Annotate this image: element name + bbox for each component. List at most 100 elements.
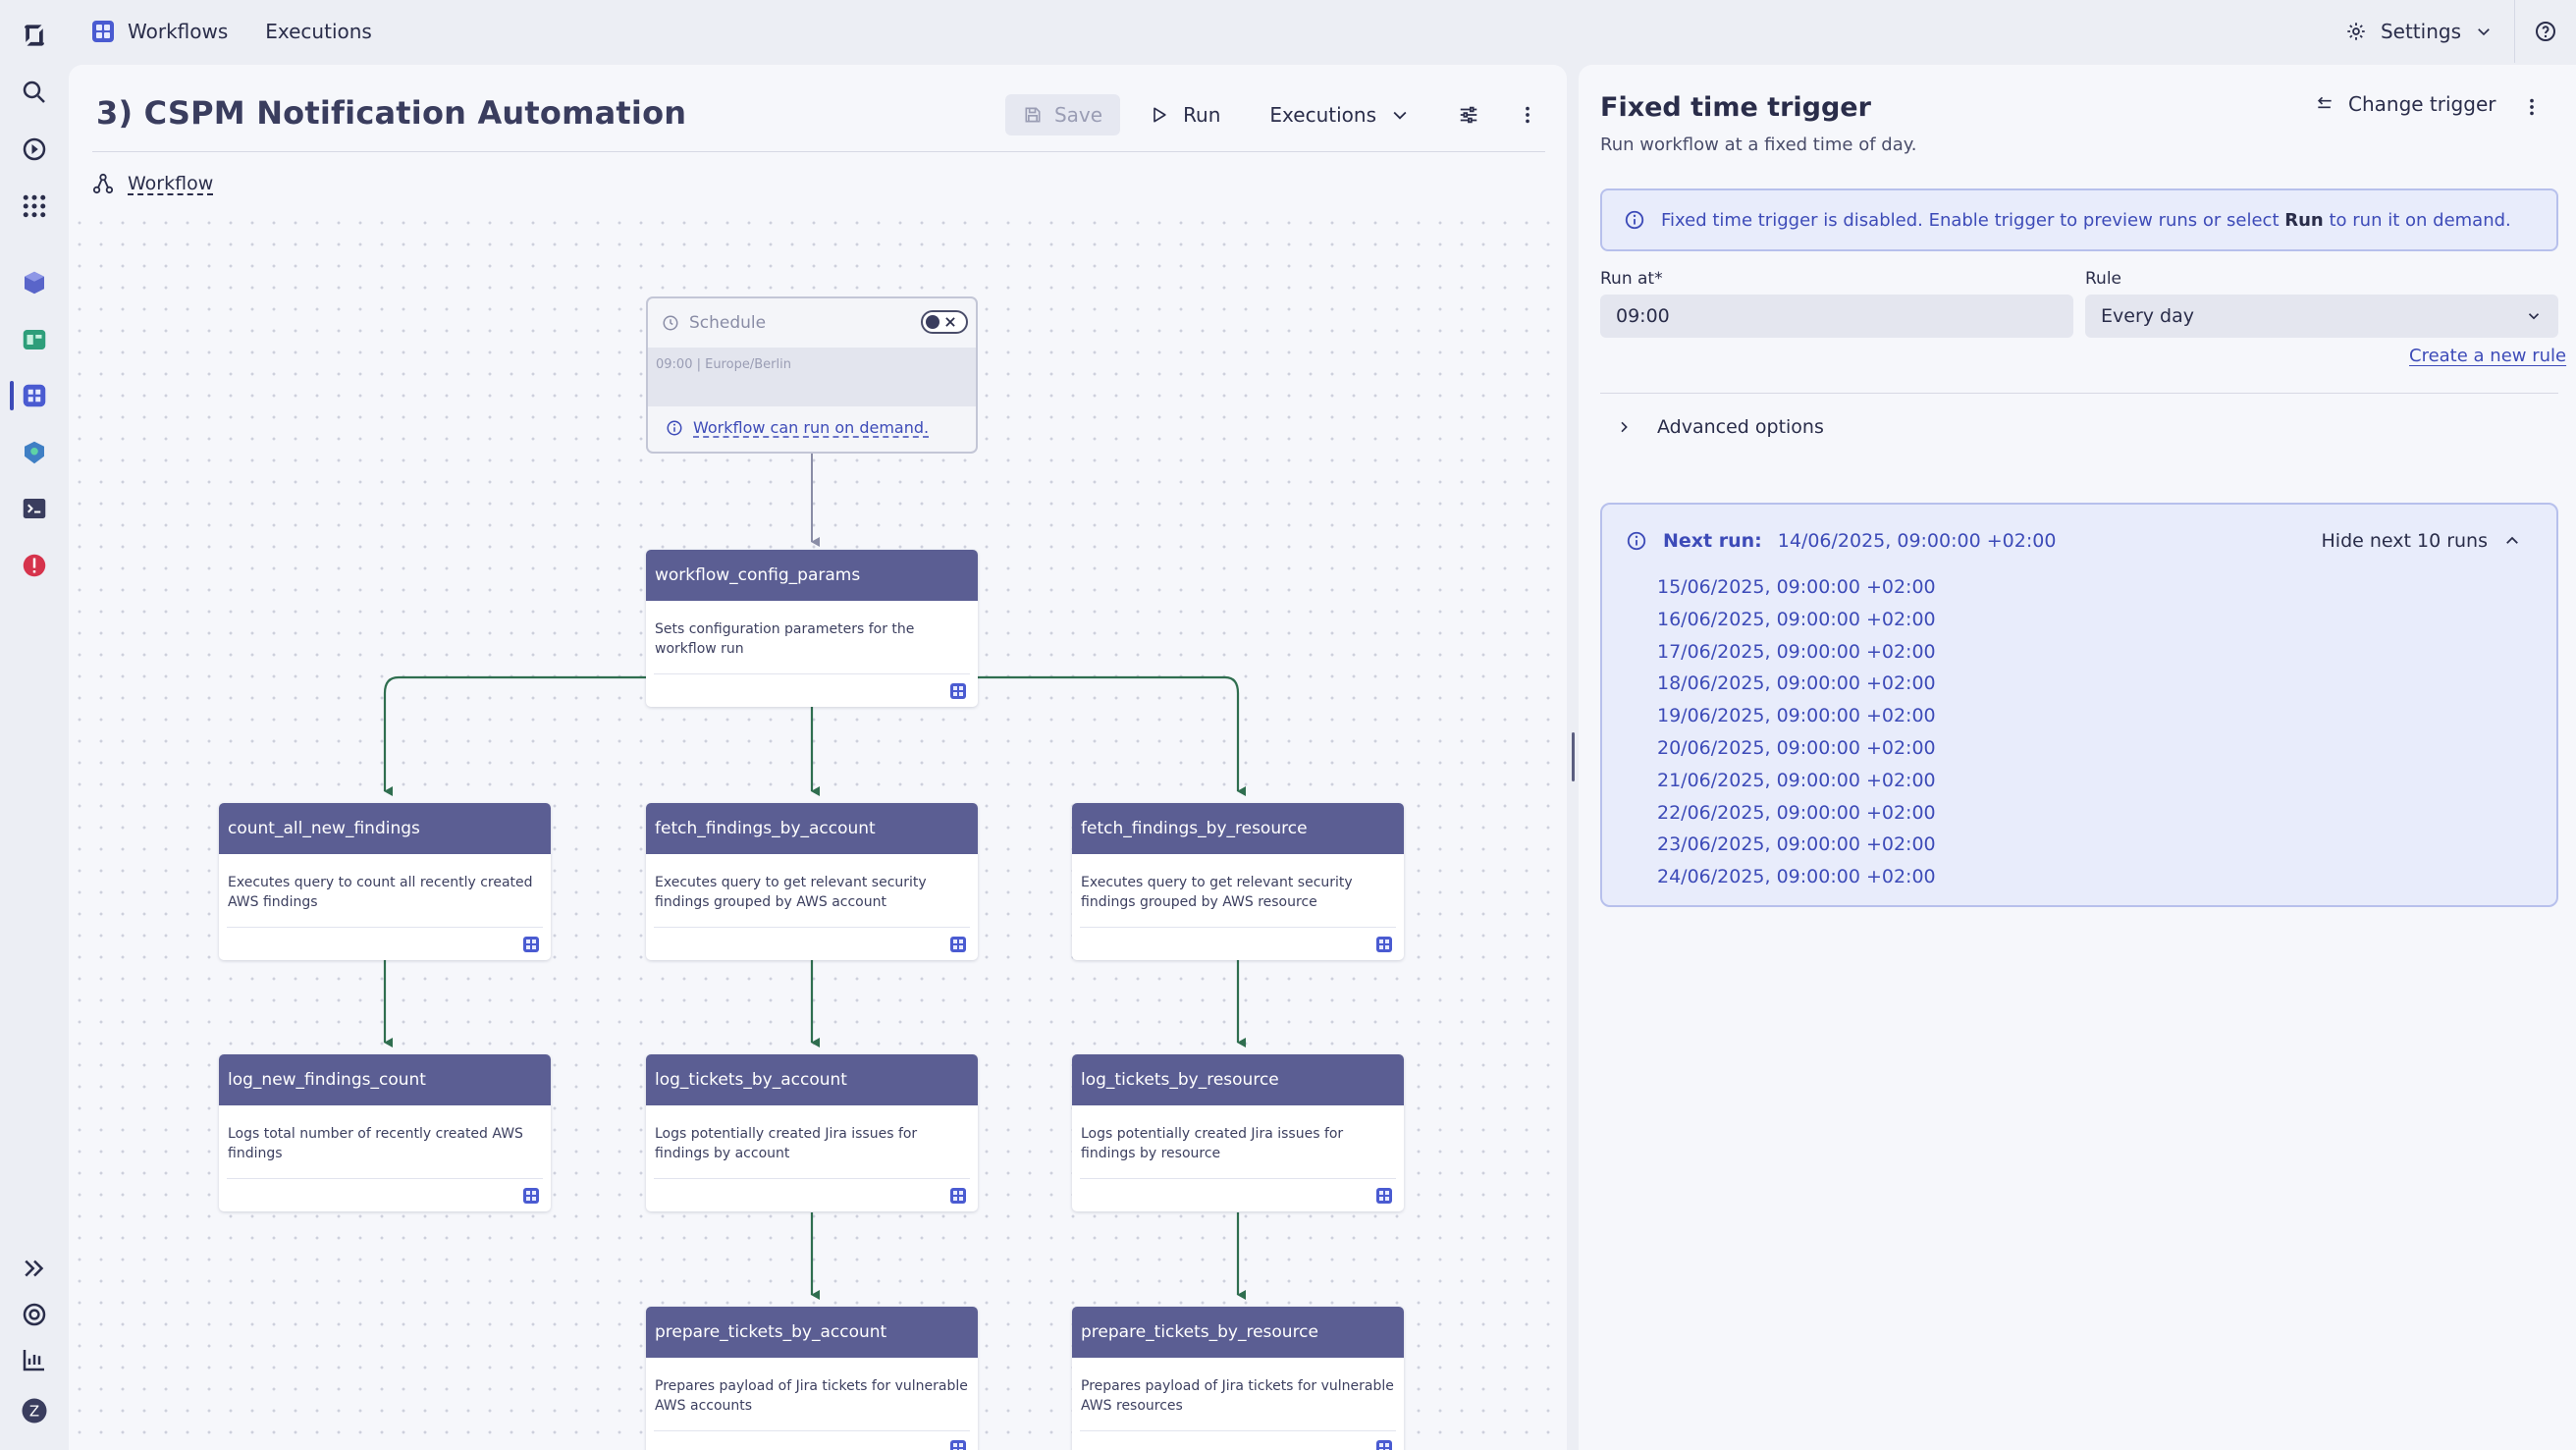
task-node[interactable]: fetch_findings_by_account Executes query… — [646, 803, 978, 960]
breadcrumb: Workflow — [92, 173, 213, 194]
task-node-description: Executes query to get relevant security … — [1081, 875, 1353, 910]
hide-runs-label: Hide next 10 runs — [2321, 530, 2489, 552]
executions-dropdown-label: Executions — [1269, 103, 1376, 127]
task-node-description: Logs potentially created Jira issues for… — [1081, 1126, 1344, 1161]
run-list-item: 18/06/2025, 09:00:00 +02:00 — [1657, 672, 1936, 695]
change-trigger-button[interactable]: Change trigger — [2315, 92, 2496, 116]
action-type-icon — [523, 937, 539, 952]
executions-dropdown[interactable]: Executions — [1260, 94, 1420, 135]
workflows-app-icon[interactable] — [17, 378, 52, 413]
settings-sliders-button[interactable] — [1449, 94, 1488, 135]
run-list-item: 17/06/2025, 09:00:00 +02:00 — [1657, 640, 1936, 663]
info-icon — [1627, 531, 1646, 551]
workflows-icon — [92, 21, 114, 42]
task-node-title: log_tickets_by_account — [646, 1054, 978, 1105]
next-run-value: 14/06/2025, 09:00:00 +02:00 — [1777, 530, 2057, 552]
run-label: Run — [1183, 103, 1221, 127]
support-icon[interactable] — [17, 1297, 52, 1332]
workflows-app-tab[interactable]: Workflows — [92, 20, 228, 43]
task-node-title: workflow_config_params — [646, 550, 978, 601]
analytics-icon[interactable] — [17, 1342, 52, 1377]
task-node-title: log_new_findings_count — [219, 1054, 551, 1105]
breadcrumb-workflow-link[interactable]: Workflow — [128, 173, 214, 194]
task-node[interactable]: fetch_findings_by_resource Executes quer… — [1072, 803, 1404, 960]
search-icon[interactable] — [17, 75, 52, 110]
next-run-label: Next run: — [1663, 530, 1762, 552]
executions-nav-link[interactable]: Executions — [265, 20, 372, 43]
help-button[interactable] — [2515, 20, 2576, 43]
sliders-icon — [1460, 106, 1477, 124]
run-list-item: 15/06/2025, 09:00:00 +02:00 — [1657, 576, 1936, 598]
chevron-down-icon — [2528, 313, 2540, 320]
more-options-button[interactable] — [1508, 94, 1547, 135]
run-button[interactable]: Run — [1138, 94, 1232, 135]
workflow-editor: 3) CSPM Notification Automation Save Run… — [69, 65, 1567, 1450]
task-node[interactable]: log_new_findings_count Logs total number… — [219, 1054, 551, 1211]
dynatrace-logo-icon[interactable] — [17, 18, 52, 53]
run-list-item: 22/06/2025, 09:00:00 +02:00 — [1657, 801, 1936, 824]
close-icon — [945, 317, 955, 327]
task-node[interactable]: count_all_new_findings Executes query to… — [219, 803, 551, 960]
apps-grid-icon[interactable] — [17, 188, 52, 224]
play-circle-icon[interactable] — [17, 132, 52, 167]
terminal-app-icon[interactable] — [17, 491, 52, 526]
panel-more-button[interactable] — [2517, 92, 2547, 122]
create-rule-link[interactable]: Create a new rule — [2409, 346, 2567, 366]
info-text-post: to run it on demand. — [2329, 209, 2511, 231]
user-avatar-icon[interactable]: Z — [17, 1393, 52, 1428]
task-node[interactable]: workflow_config_params Sets configuratio… — [646, 550, 978, 707]
task-node-title: fetch_findings_by_resource — [1072, 803, 1404, 854]
run-list-item: 23/06/2025, 09:00:00 +02:00 — [1657, 833, 1936, 856]
dashboard-app-icon[interactable] — [17, 322, 52, 357]
workflow-title[interactable]: 3) CSPM Notification Automation — [96, 94, 687, 132]
workflow-edges — [383, 454, 1246, 1300]
workflow-canvas[interactable]: Schedule 09:00 | Europe/Berlin Workflow … — [69, 212, 1567, 1450]
action-type-icon — [1376, 937, 1392, 952]
task-node-description: Logs potentially created Jira issues for… — [655, 1126, 918, 1161]
chevron-right-icon — [1621, 421, 1628, 433]
help-icon — [2536, 22, 2555, 41]
more-vertical-icon — [1526, 106, 1530, 124]
task-node[interactable]: prepare_tickets_by_resource Prepares pay… — [1072, 1307, 1404, 1450]
disabled-info-banner: Fixed time trigger is disabled. Enable t… — [1600, 188, 2558, 251]
rule-select[interactable]: Every day — [2085, 295, 2558, 338]
task-node[interactable]: log_tickets_by_account Logs potentially … — [646, 1054, 978, 1211]
task-node-title: fetch_findings_by_account — [646, 803, 978, 854]
panel-resize-handle[interactable] — [1572, 732, 1575, 781]
settings-button[interactable]: Settings — [2324, 0, 2515, 63]
run-list-item: 19/06/2025, 09:00:00 +02:00 — [1657, 705, 1936, 727]
advanced-options-toggle[interactable]: Advanced options — [1600, 416, 1824, 438]
task-node[interactable]: log_tickets_by_resource Logs potentially… — [1072, 1054, 1404, 1211]
editor-header: 3) CSPM Notification Automation Save Run… — [69, 65, 1567, 153]
run-list-item: 24/06/2025, 09:00:00 +02:00 — [1657, 866, 1936, 888]
hide-runs-button[interactable]: Hide next 10 runs — [2322, 530, 2522, 552]
swap-icon — [2317, 96, 2332, 109]
save-button[interactable]: Save — [1004, 94, 1121, 135]
task-node-title: prepare_tickets_by_resource — [1072, 1307, 1404, 1358]
save-icon — [1025, 107, 1041, 123]
run-at-input[interactable]: 09:00 — [1600, 295, 2073, 338]
problems-app-icon[interactable] — [17, 548, 52, 583]
app-rail: Z — [0, 0, 69, 1450]
info-run-emphasis: Run — [2284, 209, 2324, 231]
save-label: Save — [1053, 103, 1103, 127]
gear-icon — [2347, 23, 2365, 40]
task-node[interactable]: prepare_tickets_by_account Prepares payl… — [646, 1307, 978, 1450]
cube-app-icon[interactable] — [17, 265, 52, 300]
executions-nav-label: Executions — [265, 20, 372, 43]
action-type-icon — [523, 1188, 539, 1204]
action-type-icon — [950, 1440, 966, 1450]
on-demand-link[interactable]: Workflow can run on demand. — [693, 418, 930, 437]
task-node-description: Executes query to count all recently cre… — [228, 875, 533, 910]
schedule-trigger-node[interactable]: Schedule 09:00 | Europe/Berlin Workflow … — [646, 296, 978, 454]
chevron-up-icon — [2506, 536, 2518, 544]
run-list-item: 20/06/2025, 09:00:00 +02:00 — [1657, 736, 1936, 759]
expand-rail-icon[interactable] — [17, 1251, 52, 1286]
trigger-toggle[interactable] — [921, 310, 968, 334]
workflow-tree-icon — [92, 173, 114, 194]
security-app-icon[interactable] — [17, 435, 52, 470]
change-trigger-label: Change trigger — [2348, 92, 2496, 116]
run-at-value: 09:00 — [1616, 305, 1670, 327]
action-type-icon — [950, 683, 966, 699]
action-type-icon — [1376, 1188, 1392, 1204]
